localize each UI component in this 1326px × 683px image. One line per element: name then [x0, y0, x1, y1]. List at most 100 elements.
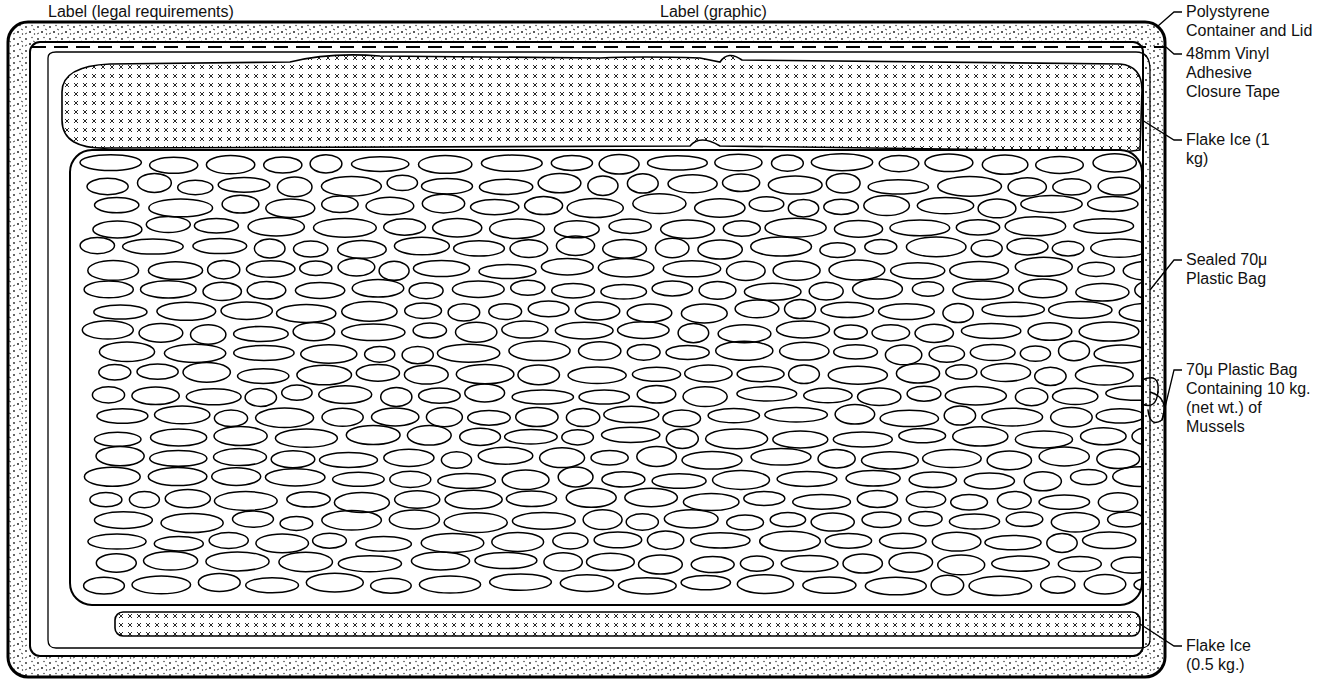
- mussel-shell: [149, 199, 213, 217]
- mussel-shell: [448, 304, 480, 321]
- mussel-shell: [906, 237, 966, 257]
- mussel-shell: [1021, 196, 1082, 213]
- mussel-shell: [183, 362, 230, 382]
- mussel-shell: [978, 199, 1016, 218]
- mussel-shell: [525, 197, 563, 215]
- mussel-shell: [479, 265, 536, 279]
- mussel-shell: [885, 345, 921, 365]
- mussel-shell: [609, 219, 651, 233]
- mussel-shell: [970, 345, 1015, 361]
- mussel-shell: [909, 511, 942, 526]
- mussel-shell: [558, 467, 593, 487]
- mussel-shell: [138, 173, 172, 192]
- mussel-shell: [828, 366, 887, 384]
- mussel-shell: [164, 344, 225, 362]
- mussel-shell: [214, 427, 267, 446]
- sealed-bag: [48, 52, 1150, 648]
- mussel-shell: [971, 240, 1002, 257]
- mussel-shell: [737, 575, 793, 594]
- mussel-shell: [1076, 284, 1129, 301]
- mussel-shell: [402, 346, 433, 363]
- mussel-shell: [356, 365, 399, 382]
- leader-line: [1162, 370, 1182, 420]
- mussel-shell: [648, 156, 708, 170]
- mussel-shell: [594, 532, 642, 548]
- mussel-shell: [618, 578, 676, 594]
- mussel-shell: [1075, 365, 1133, 385]
- mussel-shell: [277, 177, 312, 197]
- mussel-shell: [395, 491, 440, 508]
- mussel-shell: [944, 406, 975, 425]
- mussel-shell: [510, 240, 548, 258]
- mussel-shell: [846, 471, 900, 487]
- mussel-shell: [214, 449, 267, 466]
- mussel-shell: [218, 177, 270, 192]
- mussel-shell: [132, 387, 179, 405]
- mussel-shell: [699, 282, 736, 300]
- mussel-shell: [727, 515, 764, 530]
- mussel-shell: [917, 197, 973, 213]
- mussel-shell: [310, 155, 342, 173]
- mussel-shell: [422, 194, 464, 213]
- mussel-shell: [925, 154, 973, 172]
- mussel-shell: [1047, 534, 1077, 553]
- mussel-shell: [433, 219, 482, 237]
- mussel-shell: [865, 240, 897, 254]
- mussel-shell: [834, 325, 867, 339]
- mussel-shell: [943, 304, 973, 323]
- mussel-shell: [833, 432, 892, 447]
- mussel-shell: [1091, 239, 1142, 257]
- mussel-shell: [366, 197, 414, 214]
- mussel-shell: [1051, 512, 1099, 532]
- mussel-shell: [909, 472, 956, 488]
- mussel-shell: [137, 364, 178, 379]
- mussel-shell: [890, 220, 950, 236]
- mussel-shell: [785, 300, 816, 319]
- mussel-shell: [1015, 257, 1072, 276]
- mussel-shell: [148, 262, 202, 280]
- mussel-shell: [652, 281, 692, 296]
- mussel-shell: [475, 552, 537, 568]
- mussel-shell: [390, 471, 431, 487]
- mussel-shell: [538, 173, 581, 192]
- mussel-shell: [715, 154, 762, 171]
- mussel-shell: [899, 429, 946, 443]
- mussel-shell: [88, 261, 139, 281]
- mussel-shell: [834, 221, 882, 238]
- mussel-shell: [803, 577, 856, 593]
- mussel-shell: [352, 280, 404, 297]
- mussel-shell: [94, 512, 152, 529]
- mussel-shell: [1036, 156, 1084, 173]
- mussel-shell: [768, 176, 822, 194]
- leader-line: [1142, 120, 1182, 140]
- mussel-shell: [987, 451, 1031, 470]
- mussel-shell: [708, 409, 759, 423]
- mussel-shell: [627, 304, 672, 322]
- mussel-shell: [404, 365, 448, 384]
- bag-knot: [1142, 378, 1164, 423]
- mussel-shell: [1081, 428, 1127, 445]
- mussel-shell: [186, 389, 241, 405]
- mussel-shell: [150, 451, 207, 467]
- mussel-shell: [419, 156, 472, 174]
- mussel-shell: [982, 302, 1044, 316]
- mussel-shell: [279, 552, 333, 571]
- part-label: 48mm Vinyl Adhesive Closure Tape: [1186, 44, 1298, 101]
- mussel-shell: [825, 533, 871, 548]
- mussel-shell: [915, 324, 953, 342]
- mussel-shell: [618, 322, 670, 339]
- mussel-shell: [938, 176, 1002, 196]
- mussel-shell: [92, 387, 124, 403]
- mussel-shell: [342, 302, 397, 322]
- mussel-shell: [194, 218, 238, 233]
- mussel-shell: [214, 492, 277, 511]
- mussel-shell: [685, 365, 732, 382]
- mussel-shell: [413, 323, 446, 338]
- mussel-shell: [502, 321, 548, 338]
- mussel-shell: [789, 365, 820, 384]
- mussel-shell: [695, 199, 745, 217]
- mussel-shell: [155, 406, 210, 424]
- mussel-shell: [1049, 302, 1112, 319]
- mussel-shell: [384, 219, 426, 235]
- mussel-shell: [1053, 179, 1091, 195]
